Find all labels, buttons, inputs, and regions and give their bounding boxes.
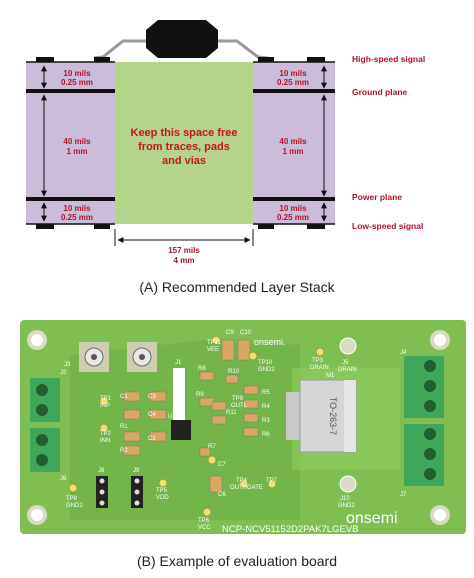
silk-r6: R6 xyxy=(262,432,270,438)
label-low-speed: Low-speed signal xyxy=(352,221,423,231)
silk-j1: J1 xyxy=(175,360,182,366)
silk-j8: J8 xyxy=(98,468,105,474)
keepout-line-2: from traces, pads xyxy=(138,141,230,153)
silk-c2: C2 xyxy=(148,436,156,442)
silk-vcc: VCC xyxy=(198,525,211,531)
sma-connectors xyxy=(79,342,157,372)
silk-outhgate: OUTHGATE xyxy=(230,485,263,491)
silk-c3: C3 xyxy=(148,394,156,400)
silk-r10: R10 xyxy=(228,369,240,375)
silk-r1: R1 xyxy=(120,424,128,430)
dim-top-right-mils: 10 mils xyxy=(279,69,307,78)
silk-drain-j: DRAIN xyxy=(338,367,357,373)
silk-tp8: TP8 xyxy=(66,496,78,502)
silk-r4: R4 xyxy=(262,404,270,410)
silk-vdd: VDD xyxy=(156,495,169,501)
silk-c7: C7 xyxy=(218,462,226,468)
dim-top-left-mils: 10 mils xyxy=(63,69,91,78)
silk-r5: R5 xyxy=(262,390,270,396)
keepout-zone xyxy=(115,62,253,224)
silk-brand-large: onsemi xyxy=(346,510,398,527)
u1-ic xyxy=(171,420,191,440)
silk-m1: M1 xyxy=(326,373,335,379)
bottom-copper-pads xyxy=(36,224,325,229)
dim-top-left-mm: 0.25 mm xyxy=(61,78,93,87)
silk-inn: INN xyxy=(100,438,110,444)
silk-c9: C9 xyxy=(226,330,234,336)
silk-board-name: NCP-NCV51152D2PAK7LGEVB xyxy=(222,524,358,535)
silk-r2: R2 xyxy=(120,448,128,454)
silk-c10: C10 xyxy=(240,330,252,336)
test-points xyxy=(68,335,325,517)
silk-gnd2-top: GND2 xyxy=(258,367,275,373)
silk-j7: J7 xyxy=(400,492,407,498)
left-terminal-blocks xyxy=(30,378,60,472)
silk-vee: VEE xyxy=(207,347,219,353)
keepout-line-3: and vias xyxy=(162,155,206,167)
silk-j9: J9 xyxy=(133,468,140,474)
silk-j5: J5 xyxy=(342,360,349,366)
silk-gnd2-bot: GND2 xyxy=(338,503,355,509)
silk-tp7: TP7 xyxy=(266,478,278,484)
silk-j6: J6 xyxy=(60,476,67,482)
silk-tp6: TP6 xyxy=(198,518,210,524)
silk-tp10: TP10 xyxy=(258,360,273,366)
top-copper-pads xyxy=(36,57,325,62)
width-dimension: 157 mils 4 mm xyxy=(114,229,254,265)
label-high-speed: High-speed signal xyxy=(352,54,425,64)
right-terminal-blocks xyxy=(404,356,444,486)
silk-r8: R8 xyxy=(198,366,206,372)
keepout-line-1: Keep this space free xyxy=(131,127,238,139)
silk-r11: R11 xyxy=(226,410,237,416)
silk-c1: C1 xyxy=(120,394,128,400)
width-mm: 4 mm xyxy=(174,256,195,265)
label-ground-plane: Ground plane xyxy=(352,87,408,97)
evaluation-board: J3 J2 J6 J1 J8 J9 J4 J7 TP1 INP TP2 INN … xyxy=(20,320,466,535)
silk-u1: U1 xyxy=(168,414,176,420)
silk-tp4: TP4 xyxy=(236,478,248,484)
silk-tp11: TP11 xyxy=(207,340,222,346)
dim-bot-right-mm: 0.25 mm xyxy=(277,213,309,222)
caption-a: (A) Recommended Layer Stack xyxy=(139,279,335,295)
silk-tp2: TP2 xyxy=(100,431,112,437)
dim-bot-left-mm: 0.25 mm xyxy=(61,213,93,222)
silk-tp9: TP9 xyxy=(232,396,244,402)
dim-mid-left-mm: 1 mm xyxy=(67,147,88,156)
silk-j2: J2 xyxy=(60,370,67,376)
width-mils: 157 mils xyxy=(168,246,200,255)
label-power-plane: Power plane xyxy=(352,192,402,202)
dim-mid-left-mils: 40 mils xyxy=(63,137,91,146)
dim-bot-left-mils: 10 mils xyxy=(63,204,91,213)
dim-top-right-mm: 0.25 mm xyxy=(277,78,309,87)
silk-c4: C4 xyxy=(148,412,156,418)
silk-r3: R3 xyxy=(262,418,270,424)
silk-brand-small: onsemi. xyxy=(254,337,286,347)
smd-components xyxy=(123,339,259,493)
silk-j3: J3 xyxy=(64,362,71,368)
silk-inp: INP xyxy=(100,403,110,409)
layer-stack-diagram: 10 mils 0.25 mm 40 mils 1 mm 10 mils 0.2… xyxy=(26,20,425,265)
silk-c6: C6 xyxy=(218,492,226,498)
silk-drain-tp: DRAIN xyxy=(310,365,329,371)
caption-b: (B) Example of evaluation board xyxy=(137,553,337,569)
silk-gnd1: GND1 xyxy=(66,503,83,509)
silk-j4: J4 xyxy=(400,350,407,356)
silk-tp5: TP5 xyxy=(156,488,168,494)
mounting-holes xyxy=(27,330,450,525)
silk-tp1: TP1 xyxy=(100,396,112,402)
dim-mid-right-mils: 40 mils xyxy=(279,137,307,146)
silk-r9: R9 xyxy=(196,392,204,398)
silk-package: TO-263-7 xyxy=(328,397,338,435)
mosfet-m1 xyxy=(286,379,357,453)
jumper-headers xyxy=(96,476,143,508)
dim-mid-right-mm: 1 mm xyxy=(283,147,304,156)
silk-r7: R7 xyxy=(208,444,216,450)
silk-outl: OUTL xyxy=(231,403,248,409)
ic-package-icon xyxy=(93,20,269,60)
silk-tp3: TP3 xyxy=(312,358,324,364)
silk-j10: J10 xyxy=(340,496,350,502)
dim-bot-right-mils: 10 mils xyxy=(279,204,307,213)
